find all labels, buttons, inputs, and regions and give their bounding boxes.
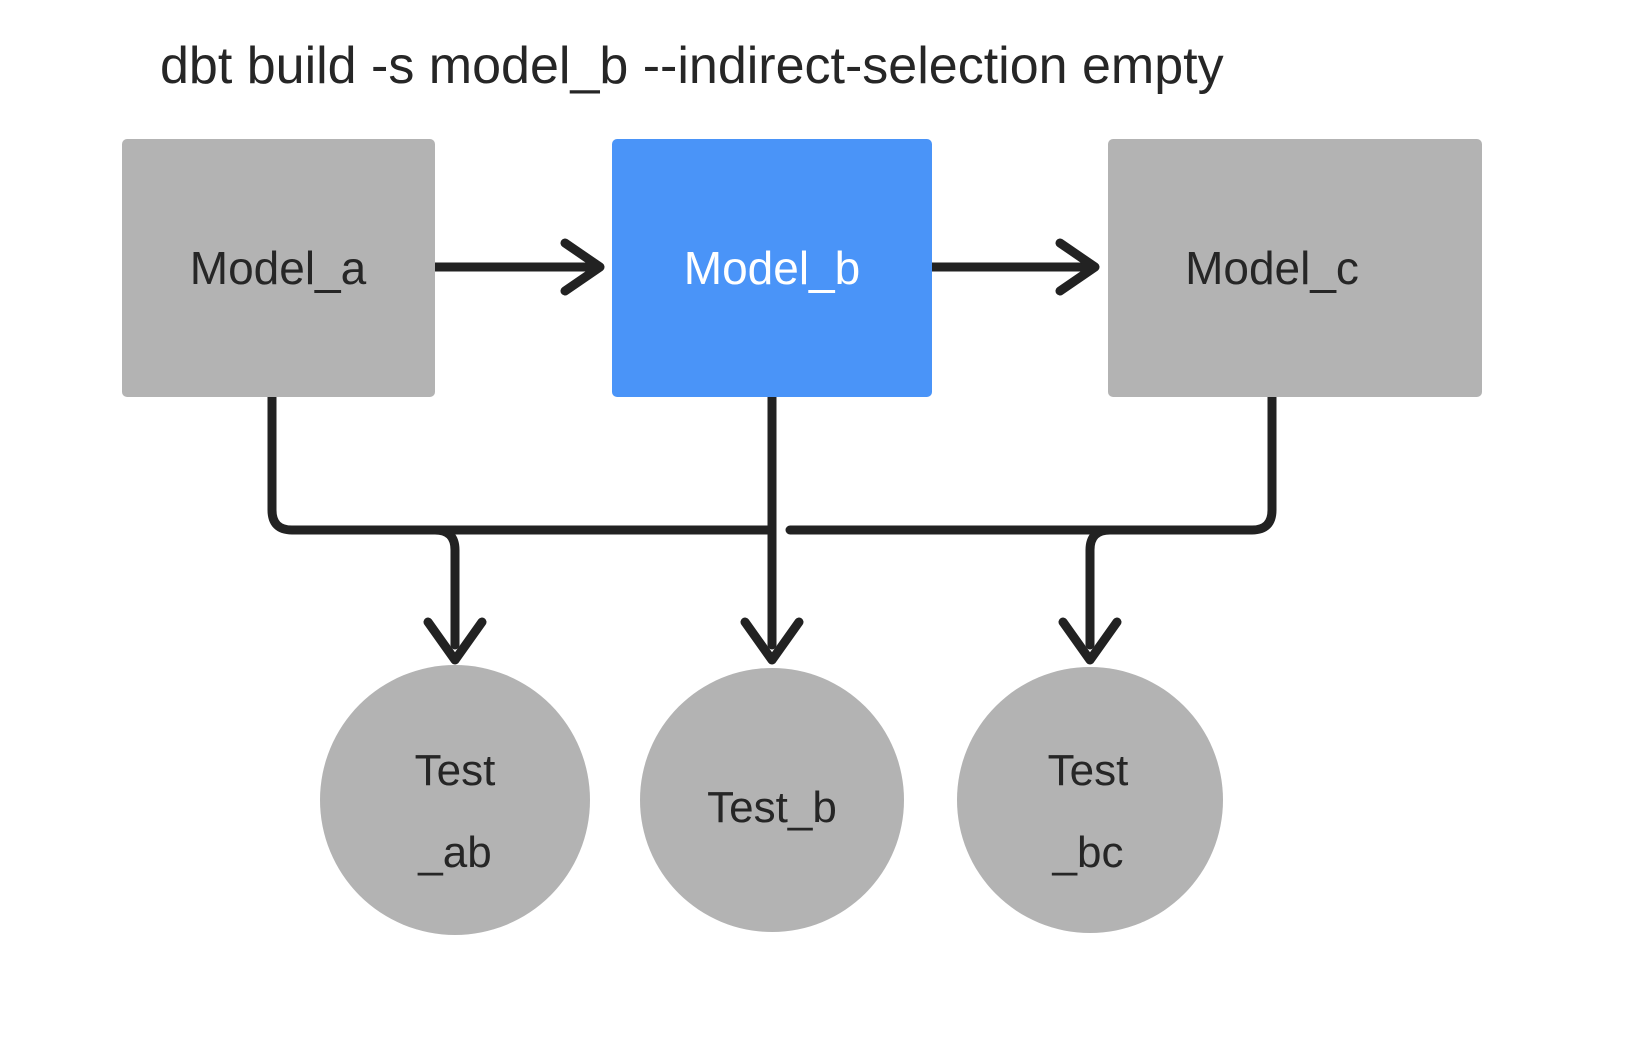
arrowhead-bus-to-test-bc: [1058, 617, 1122, 665]
edge-model-c-to-test-bc: [785, 392, 1277, 535]
node-test-bc-label-line1: Test: [1048, 746, 1129, 795]
node-model-a[interactable]: Model_a: [122, 139, 435, 397]
node-test-ab[interactable]: Test _ab: [320, 665, 590, 935]
node-model-c-shape[interactable]: [1108, 139, 1482, 397]
node-test-ab-label-line2: _ab: [417, 828, 491, 877]
edge-model-a-to-test-ab: [267, 392, 775, 535]
node-test-bc[interactable]: Test _bc: [957, 667, 1223, 933]
node-model-b-label: Model_b: [684, 242, 860, 294]
node-test-b-label-line1: Test_b: [707, 783, 837, 832]
node-model-a-label: Model_a: [190, 242, 367, 294]
arrowhead-bus-to-test-ab: [423, 617, 487, 665]
node-test-bc-shape[interactable]: [957, 667, 1223, 933]
model-nodes: Model_a Model_b Model_c: [122, 139, 1482, 397]
node-test-b-shape[interactable]: [640, 668, 904, 932]
node-test-bc-label-line2: _bc: [1052, 828, 1124, 877]
node-model-c-label: Model_c: [1185, 242, 1359, 294]
node-test-ab-label-line1: Test: [415, 746, 496, 795]
test-nodes: Test _ab Test_b Test _bc: [320, 665, 1223, 935]
arrowhead-model-b-to-test-b: [740, 617, 804, 665]
edge-group: [267, 238, 1277, 665]
node-model-b[interactable]: Model_b: [612, 139, 932, 397]
node-test-ab-shape[interactable]: [320, 665, 590, 935]
node-model-c[interactable]: Model_c: [1108, 139, 1482, 397]
node-model-a-shape[interactable]: [122, 139, 435, 397]
edge-bus-to-test-bc: [1085, 525, 1115, 650]
arrowhead-model-b-to-model-c: [1055, 238, 1100, 296]
arrowhead-model-a-to-model-b: [560, 238, 605, 296]
edge-bus-to-test-ab: [430, 525, 460, 650]
node-model-b-shape[interactable]: [612, 139, 932, 397]
diagram-title: dbt build -s model_b --indirect-selectio…: [160, 37, 1224, 95]
node-test-b[interactable]: Test_b: [640, 668, 904, 932]
